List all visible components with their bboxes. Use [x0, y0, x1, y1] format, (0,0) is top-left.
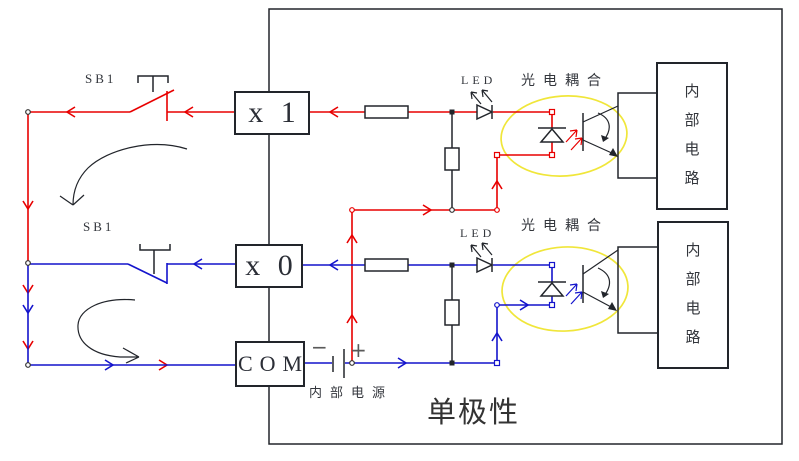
wire-photodiode-bottom-loop — [496, 265, 553, 363]
battery-plus-sign: + — [350, 338, 367, 362]
optocoupler-label-bottom: 光电耦合 — [521, 219, 609, 234]
junction-markers — [25, 108, 556, 368]
flow-arrow-left — [183, 106, 194, 118]
resistor-shunt-top — [444, 147, 460, 171]
flow-arrow-up — [346, 233, 358, 244]
highlight-ellipse-bottom — [501, 246, 629, 332]
resistor-series-bottom — [364, 258, 409, 272]
highlight-ellipse-top — [500, 95, 628, 177]
photodiode-triangle — [539, 127, 565, 143]
internal-circuit-label-top: 内部电路 — [684, 84, 700, 187]
resistor-shunt-bottom — [444, 299, 460, 326]
light-arrow — [570, 291, 583, 305]
internal-circuit-bracket-top — [617, 92, 657, 179]
pushbutton-actuator-bottom — [139, 244, 171, 274]
press-direction-arrow-top — [59, 144, 188, 206]
flow-arrow-left — [328, 259, 339, 271]
battery-minus-sign: − — [311, 335, 328, 359]
battery-symbol — [332, 349, 345, 378]
flow-arrow-up — [346, 313, 358, 324]
optocoupler-top — [538, 105, 619, 157]
plc-enclosure-border — [268, 8, 783, 445]
flow-arrow-up — [491, 331, 503, 342]
flow-arrow-down — [22, 304, 34, 315]
gain-curve-arrow — [597, 267, 611, 297]
flow-arrow-right — [397, 357, 408, 369]
optocoupler-label-top: 光电耦合 — [521, 74, 609, 89]
led-label-bottom: LED — [460, 226, 496, 240]
diagram-caption: 单极性 — [427, 397, 521, 429]
emitter-arrowhead — [609, 148, 618, 157]
terminal-x0-label: x 0 — [245, 249, 298, 282]
terminal-box-x0: x 0 — [235, 244, 303, 288]
internal-circuit-box-bottom: 内部电路 — [657, 221, 729, 369]
internal-circuit-box-top: 内部电路 — [656, 62, 728, 210]
pushbutton-actuator-top — [137, 75, 169, 92]
flow-arrow-left — [65, 106, 76, 118]
gain-curve-arrow — [597, 112, 610, 141]
flow-arrow-right — [104, 359, 115, 371]
terminal-x1-label: x 1 — [248, 96, 301, 129]
resistor-series-top — [364, 105, 409, 119]
flow-arrow-down — [22, 200, 34, 211]
photodiode-triangle — [539, 281, 565, 297]
flow-arrow-right — [422, 204, 433, 216]
flow-arrow-up — [491, 179, 503, 190]
light-arrow — [565, 129, 578, 143]
internal-circuit-bracket-bottom — [617, 246, 658, 334]
phototransistor-emitter — [582, 139, 615, 155]
terminal-box-x1: x 1 — [234, 91, 310, 135]
led-label-top: LED — [461, 73, 497, 87]
optocoupler-highlight-rings — [500, 95, 629, 332]
optocoupler-bottom — [538, 249, 619, 311]
flow-arrows-red — [22, 106, 503, 371]
gain-curve-arrowhead — [601, 135, 609, 142]
led-symbol-top — [470, 89, 494, 121]
emitter-arrowhead — [608, 302, 617, 311]
flow-arrow-left — [328, 106, 339, 118]
wire-photodiode-top-loop — [496, 112, 553, 210]
switch-label-bottom: SB1 — [83, 219, 115, 234]
light-arrow — [570, 137, 583, 151]
gain-curve-arrowhead — [601, 291, 609, 298]
terminal-box-com: COM — [235, 341, 305, 387]
phototransistor-emitter — [582, 291, 614, 309]
press-direction-arrow-bottom — [77, 298, 140, 364]
led-symbol-bottom — [470, 242, 494, 274]
phototransistor-collector — [582, 249, 619, 275]
terminal-com-label: COM — [237, 351, 310, 376]
circuit-x1-wires — [27, 89, 553, 363]
flow-arrow-left — [192, 258, 203, 270]
flow-arrow-right — [519, 299, 530, 311]
left-rail-blue-and-bottom — [27, 263, 236, 366]
light-arrow — [565, 283, 578, 297]
switch-label-top: SB1 — [85, 71, 117, 86]
switch-bottom-blade — [127, 263, 168, 284]
internal-power-label: 内部电源 — [309, 385, 394, 400]
internal-circuit-label-bottom: 内部电路 — [685, 243, 701, 346]
flow-arrows-blue — [22, 258, 530, 371]
